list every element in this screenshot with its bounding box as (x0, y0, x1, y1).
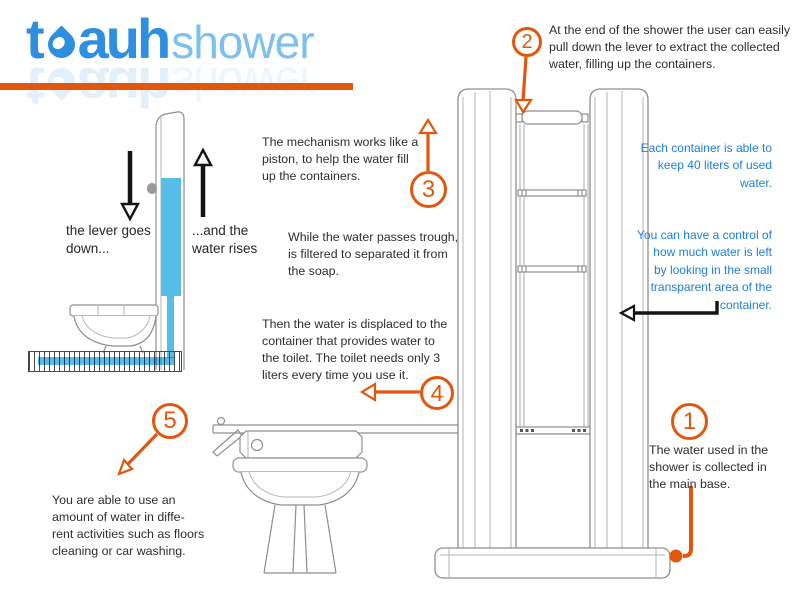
water-level-control-text: You can have a control of how much water… (637, 228, 772, 312)
step-3-marker: 3 (410, 171, 447, 208)
step-3-arrow (418, 117, 438, 171)
water-pipe-fill (167, 296, 174, 358)
main-base (434, 547, 671, 579)
water-rises-label: ...and the water rises (192, 223, 258, 257)
step-1-connector-dot (669, 549, 683, 563)
logo-text-shower: shower (171, 16, 314, 68)
step-1-connector (669, 486, 693, 563)
toilet-side-view (69, 304, 159, 354)
lever-knob (147, 183, 157, 194)
left-container-column (457, 88, 517, 552)
brand-logo: t auh shower t auh shower (26, 6, 315, 120)
step-3-text: The mechanism works like a piston, to he… (262, 135, 419, 184)
pull-lever-handle (521, 110, 583, 125)
step-4-arrow (359, 382, 420, 402)
step-2-arrow (514, 56, 534, 115)
grate-water-line (38, 357, 174, 365)
lever-down-arrow (120, 151, 140, 222)
logo-text-t: t (26, 7, 45, 70)
step-2-text: At the end of the shower the user can ea… (549, 23, 791, 72)
lever-down-label: the lever goes down... (66, 223, 151, 257)
filter-note-text: While the water passes trough, is filter… (288, 230, 459, 279)
step-5-arrow (117, 432, 159, 476)
step-4-text: Then the water is displaced to the conta… (262, 317, 448, 383)
base-grate (28, 351, 182, 372)
brand-divider-bar (0, 83, 353, 90)
flush-button (250, 438, 264, 452)
step-5-text: You are able to use an amount of water i… (52, 493, 205, 559)
water-rises-arrow (193, 147, 213, 217)
step-1-text: The water used in the shower is collecte… (649, 443, 769, 492)
step-1-marker: 1 (671, 403, 708, 440)
lever-and-crossbars (512, 110, 593, 549)
container-capacity-text: Each container is able to keep 40 liters… (640, 141, 772, 190)
right-container-column (589, 88, 649, 552)
step-2-marker: 2 (512, 27, 542, 57)
toilet-front-view (232, 430, 368, 574)
water-column-fill (161, 178, 181, 296)
water-drop-highlight (49, 34, 67, 52)
side-column-outline (155, 111, 185, 370)
step-4-marker: 4 (420, 376, 454, 410)
counter-shelf (212, 416, 458, 457)
step-5-marker: 5 (152, 403, 188, 439)
logo-row: t auh shower (26, 6, 315, 71)
logo-text-auh: auh (77, 7, 172, 70)
center-panel (512, 433, 593, 549)
